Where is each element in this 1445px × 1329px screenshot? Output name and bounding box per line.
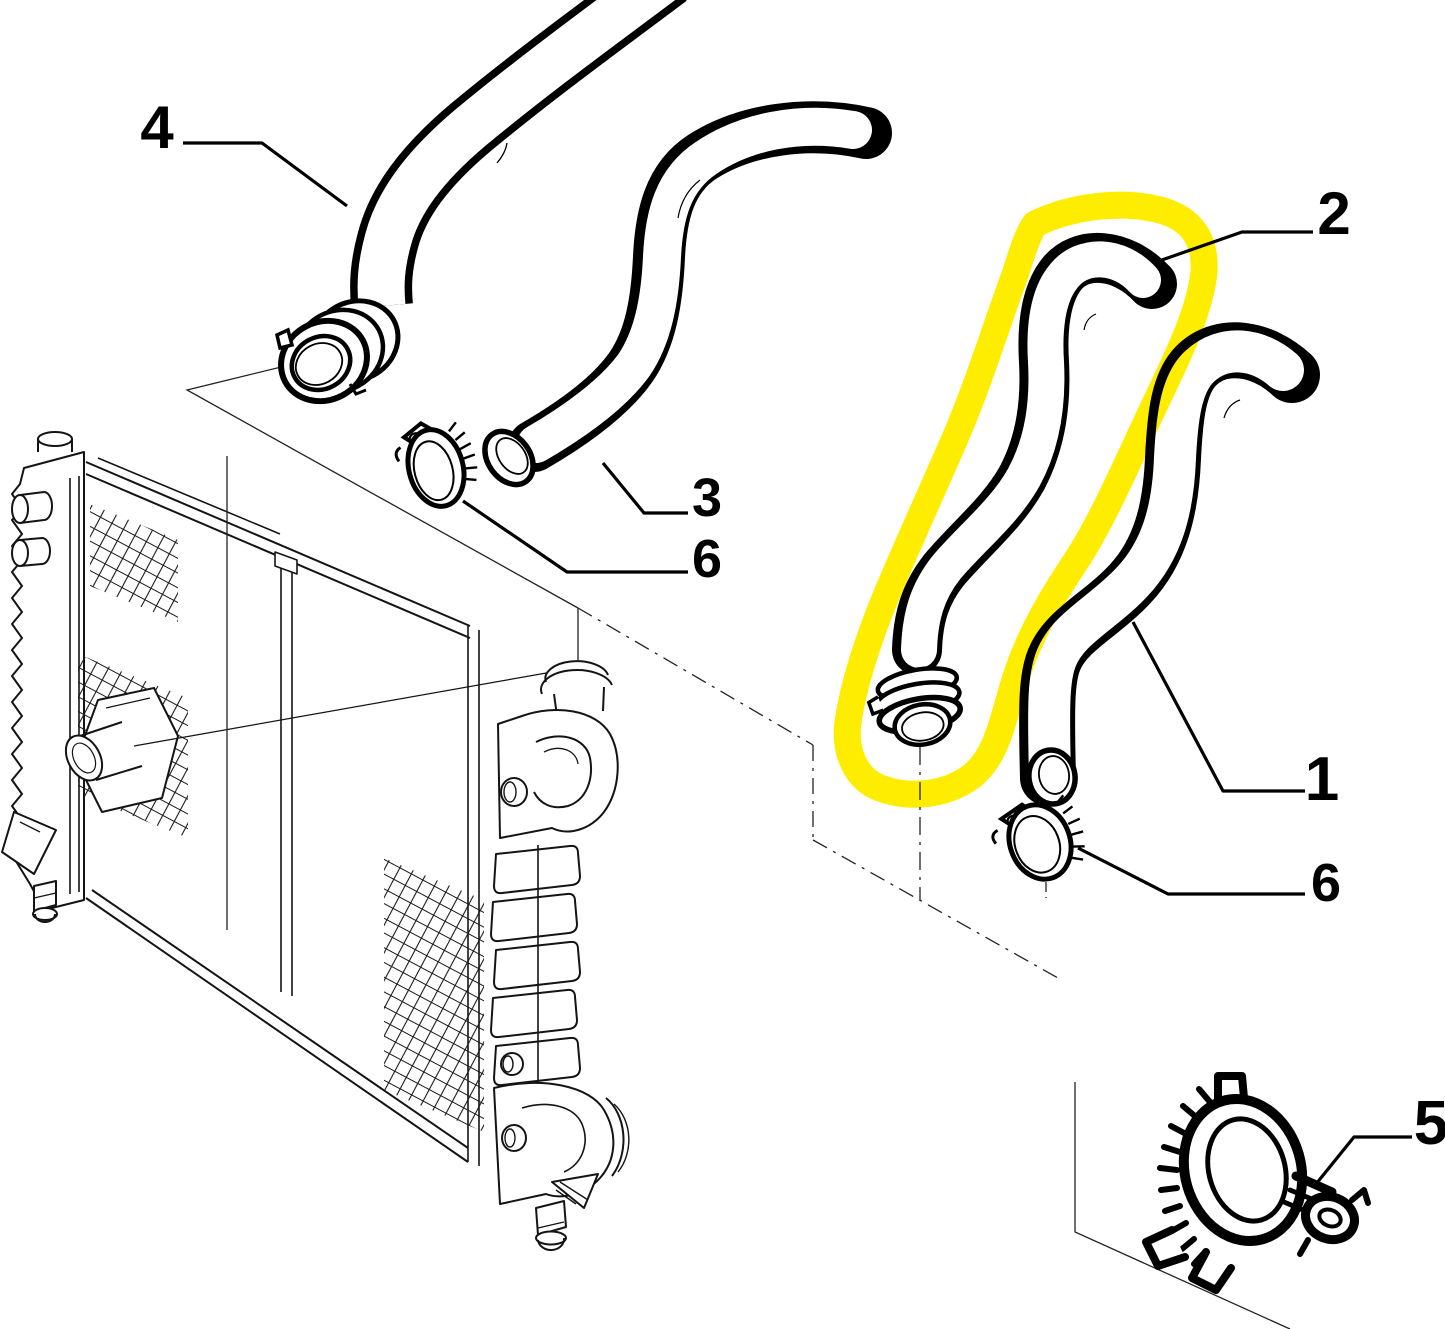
hose-4-connector bbox=[274, 298, 401, 405]
radiator-filler-neck bbox=[540, 660, 613, 717]
hose-1-open-end bbox=[1026, 747, 1078, 807]
leader-6-right bbox=[1077, 846, 1305, 896]
hose-1 bbox=[1019, 322, 1320, 806]
leader-4 bbox=[183, 141, 348, 208]
callout-label-3: 3 bbox=[691, 468, 723, 528]
projection-lines bbox=[185, 357, 1291, 1329]
callout-label-5: 5 bbox=[1413, 1089, 1445, 1158]
hose-4 bbox=[350, 0, 687, 309]
leader-5 bbox=[1314, 1135, 1412, 1186]
callout-label-4: 4 bbox=[140, 94, 174, 161]
callout-label-2: 2 bbox=[1317, 180, 1351, 247]
radiator-core-mesh bbox=[78, 504, 484, 1132]
callout-label-6-left: 6 bbox=[691, 529, 723, 589]
callout-label-6-right: 6 bbox=[1310, 853, 1342, 913]
leader-6-left bbox=[462, 499, 688, 574]
hose-3-open-end bbox=[482, 428, 536, 488]
radiator-right-tank-ribs bbox=[490, 844, 581, 1088]
callout-label-1: 1 bbox=[1304, 745, 1340, 814]
radiator-drain-boss bbox=[64, 671, 553, 813]
radiator-cap bbox=[37, 431, 73, 452]
radiator-left-stubs bbox=[11, 491, 53, 567]
leader-lines bbox=[183, 141, 1412, 1186]
worm-clamp-right bbox=[991, 794, 1085, 882]
radiator-illustration bbox=[1, 431, 630, 1251]
plane-dash-line bbox=[577, 607, 1059, 979]
worm-clamp-left bbox=[394, 420, 478, 509]
clamp5-box-line bbox=[1074, 1082, 1291, 1329]
leader-1 bbox=[1131, 621, 1305, 793]
hose-3 bbox=[508, 101, 892, 472]
hose-2 bbox=[892, 232, 1177, 675]
radiator-right-tank-bottom bbox=[493, 1082, 630, 1251]
ratchet-clamp-5 bbox=[1142, 1072, 1371, 1294]
plane-leader-line bbox=[185, 357, 579, 609]
leader-3 bbox=[601, 461, 688, 515]
highlight-marker bbox=[833, 191, 1218, 808]
radiator-right-tank-top bbox=[497, 709, 619, 839]
leader-2 bbox=[1158, 230, 1313, 263]
radiator-bracket bbox=[1, 811, 57, 875]
hose-2-connector bbox=[866, 666, 963, 748]
radiator-bottom-stub-left bbox=[32, 880, 58, 923]
